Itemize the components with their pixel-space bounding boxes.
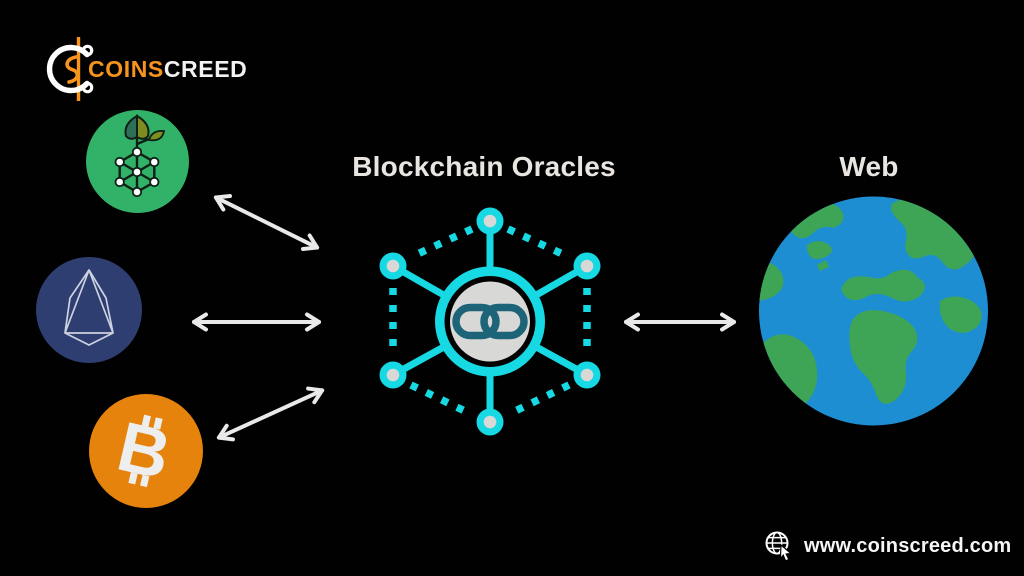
arrow-bitcoin-to-oracle — [216, 386, 325, 442]
arrow-oracle-to-web — [624, 312, 736, 332]
brand-wordmark: COINSCREED — [88, 56, 248, 82]
brand-text-secondary: CREED — [163, 56, 248, 82]
earth-globe-icon — [759, 196, 988, 426]
globe-cursor-icon — [765, 531, 793, 562]
brand-logo: COINSCREED — [42, 36, 302, 102]
web-title: Web — [839, 151, 899, 182]
brand-text-primary: COINS — [88, 56, 164, 82]
eco-blockchain-coin-icon — [86, 110, 189, 213]
bitcoin-coin-icon: B — [89, 394, 203, 508]
arrow-eco-to-oracle — [213, 194, 320, 251]
coinscreed-coin-icon — [46, 37, 94, 101]
eos-coin-icon — [36, 257, 142, 363]
blockchain-oracles-title: Blockchain Oracles — [352, 151, 616, 182]
footer: www.coinscreed.com — [764, 529, 1011, 563]
footer-link[interactable]: www.coinscreed.com — [804, 534, 1012, 557]
chainlink-oracle-network-icon — [379, 207, 601, 436]
arrow-eos-to-oracle — [192, 312, 321, 332]
